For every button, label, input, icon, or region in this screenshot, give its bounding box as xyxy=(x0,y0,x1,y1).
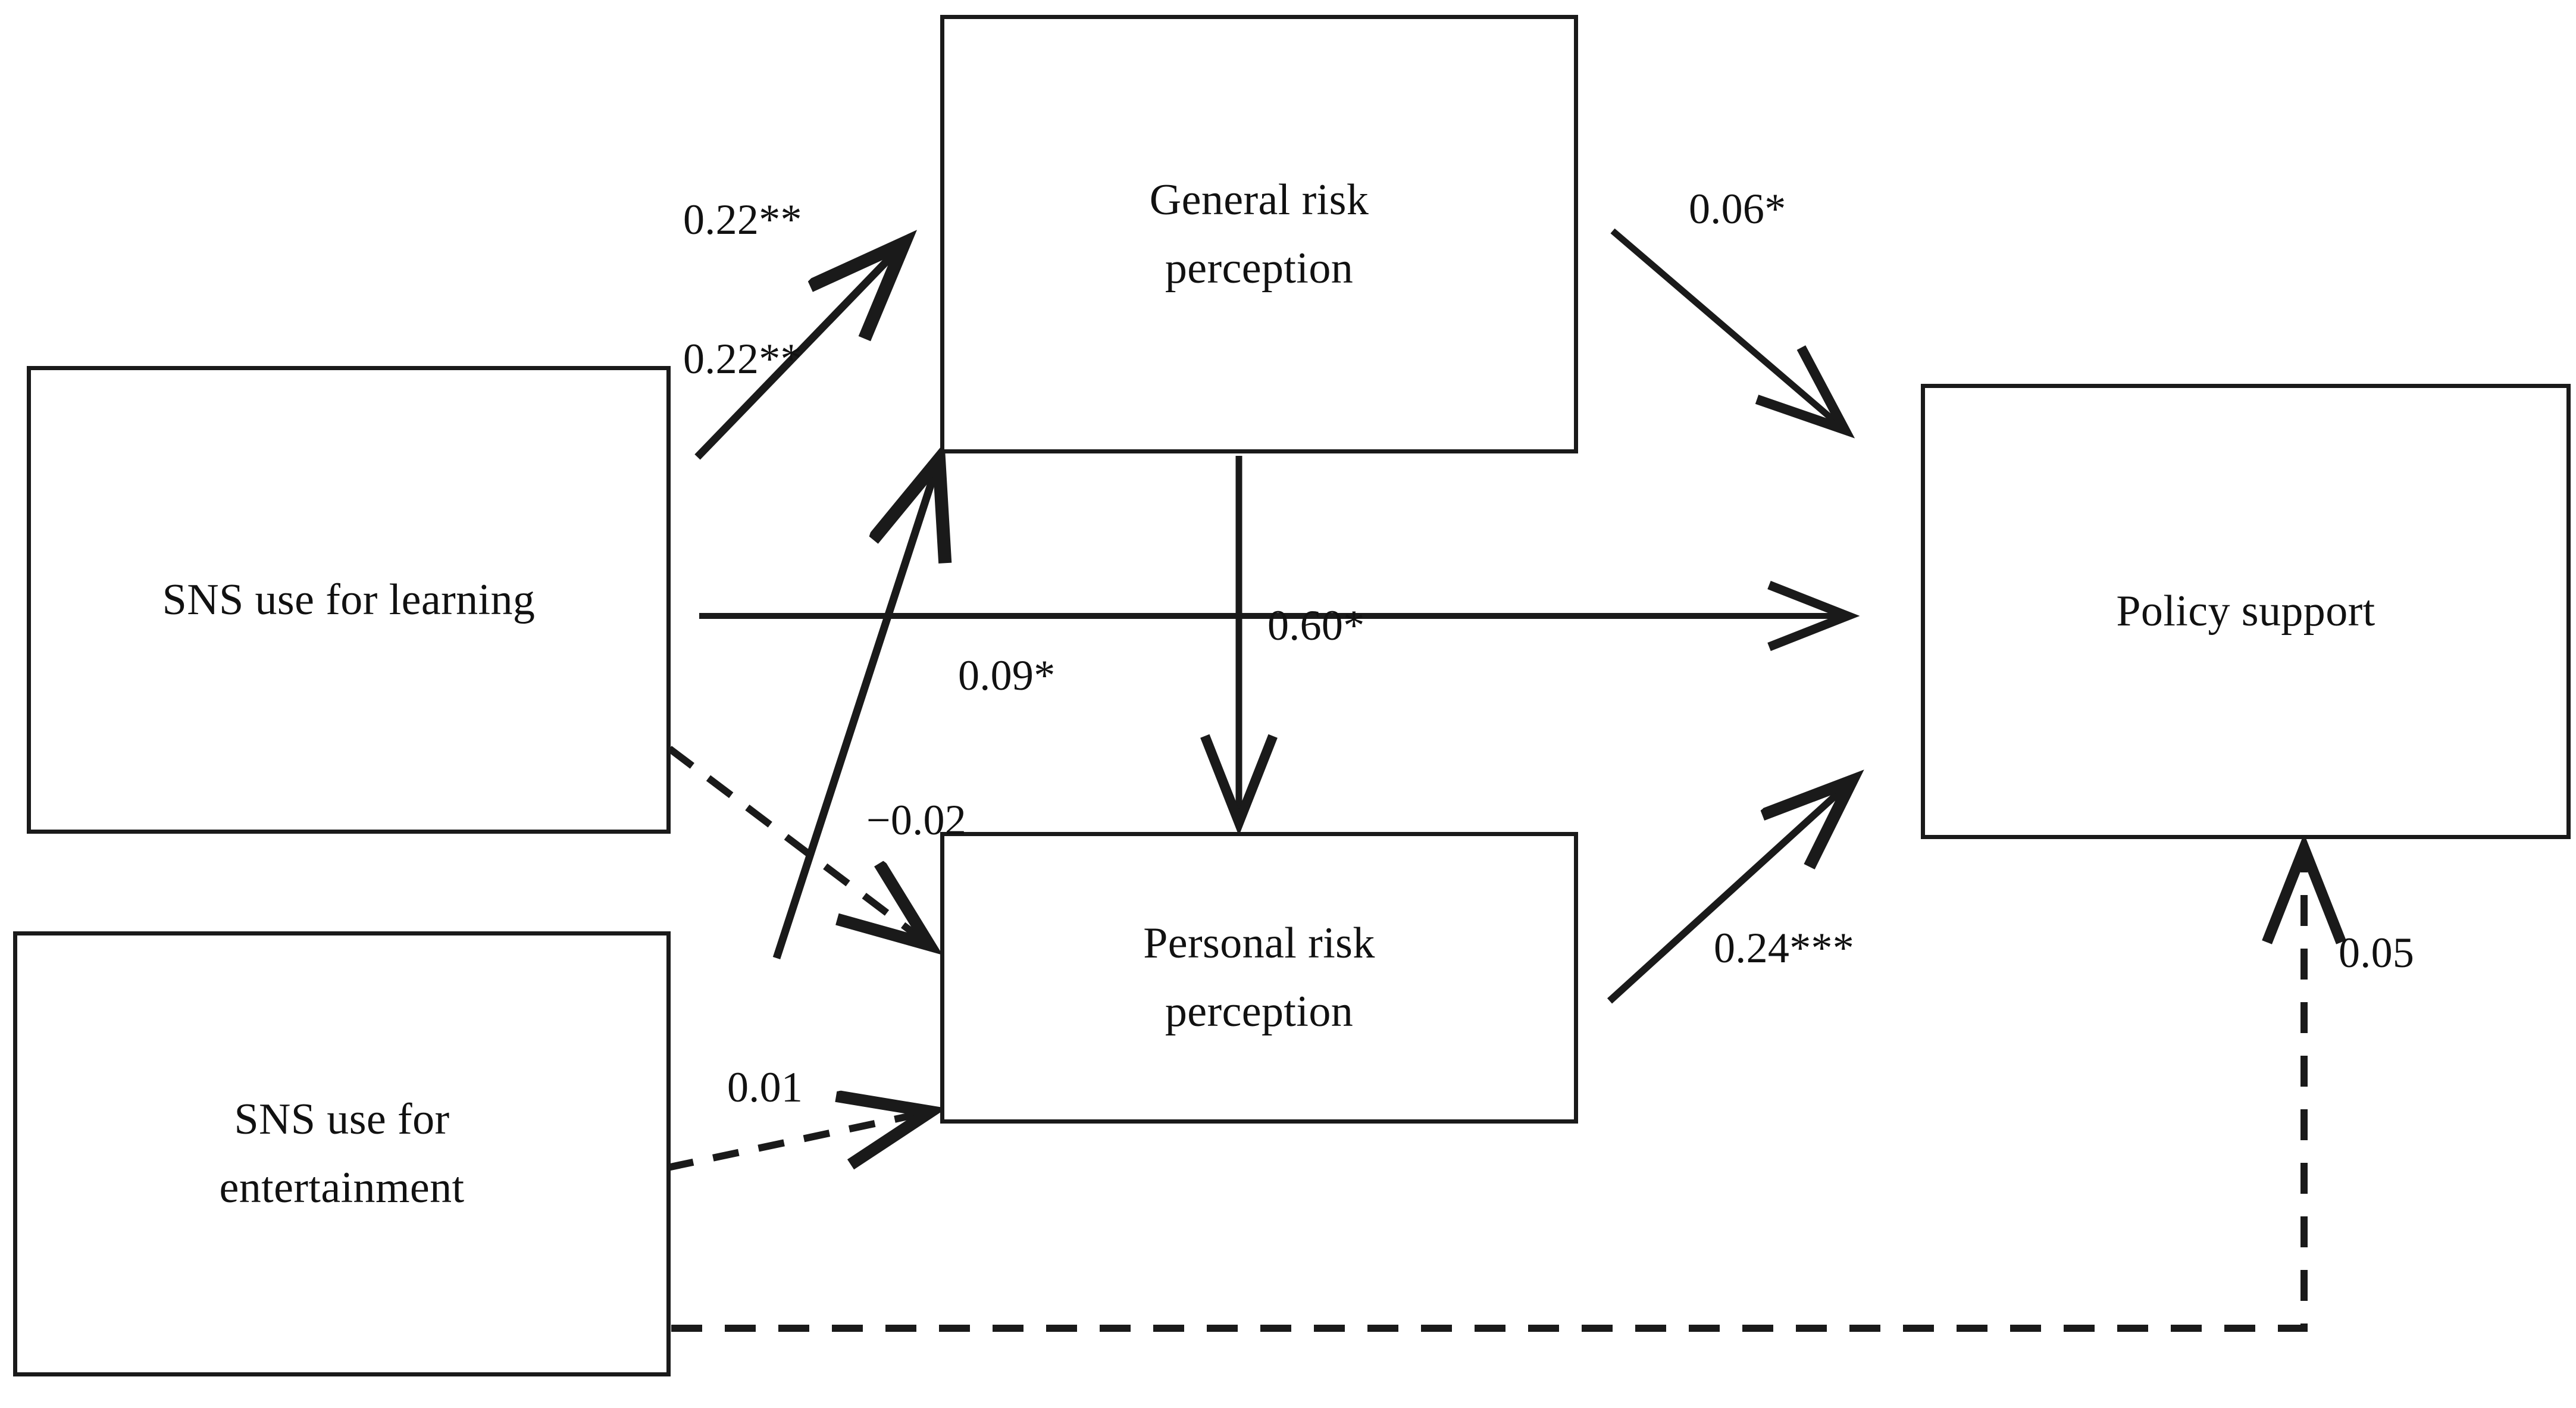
node-label: General risk perception xyxy=(1149,175,1369,293)
edge-label-learning-to-general: 0.22** xyxy=(683,196,802,243)
node-label: Policy support xyxy=(2116,587,2375,636)
edge-label-learning-to-policy: 0.09* xyxy=(958,652,1056,699)
node-sns-use-for-entertainment[interactable]: SNS use for entertainment xyxy=(13,931,671,1376)
node-label: Personal risk perception xyxy=(1143,919,1375,1036)
node-policy-support[interactable]: Policy support xyxy=(1921,384,2571,839)
edge-label-entertainment-to-general: 0.22** xyxy=(683,335,802,383)
edge-label-entertainment-to-personal: 0.01 xyxy=(727,1063,803,1111)
node-personal-risk-perception[interactable]: Personal risk perception xyxy=(940,832,1578,1124)
node-label: SNS use for entertainment xyxy=(219,1095,465,1212)
edge-personal-to-policy xyxy=(1607,781,1852,1004)
edge-label-general-to-personal: 0.60* xyxy=(1267,602,1365,649)
edge-learning-to-general xyxy=(694,243,904,460)
edge-label-personal-to-policy: 0.24*** xyxy=(1714,924,1855,972)
edge-general-to-policy xyxy=(1610,228,1855,439)
edge-label-learning-to-personal: −0.02 xyxy=(866,796,967,844)
edge-label-entertainment-to-policy: 0.05 xyxy=(2339,929,2415,977)
edge-label-general-to-policy: 0.06* xyxy=(1689,185,1786,233)
edge-entertainment-to-policy xyxy=(671,833,2346,1332)
node-label: SNS use for learning xyxy=(162,575,536,624)
node-sns-use-for-learning[interactable]: SNS use for learning xyxy=(27,366,671,834)
edge-entertainment-to-personal xyxy=(666,1112,931,1171)
node-general-risk-perception[interactable]: General risk perception xyxy=(940,15,1578,453)
edge-learning-to-personal xyxy=(667,746,929,945)
edge-entertainment-to-general xyxy=(772,459,939,960)
